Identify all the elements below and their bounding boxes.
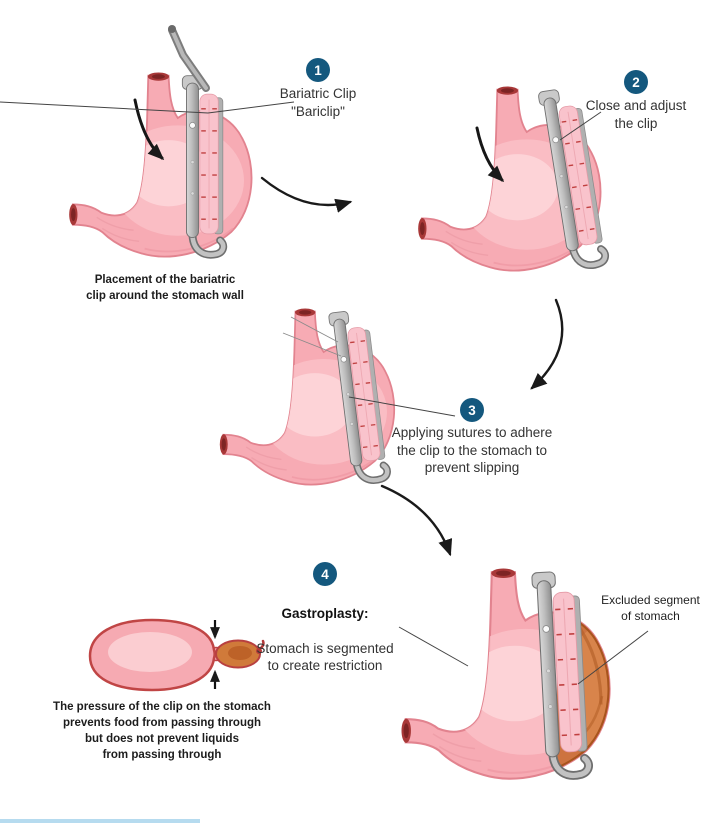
step-4-title: Gastroplasty:: [281, 605, 369, 621]
step-2-badge: 2: [624, 70, 648, 94]
flow-arrow-step1-to-step2: [260, 176, 353, 213]
suture-thread-lines: [282, 316, 342, 357]
pressure-caption: The pressure of the clip on the stomach …: [53, 701, 271, 762]
step-1-label: Bariatric Clip "Bariclip": [279, 86, 357, 119]
step-1-badge: 1: [306, 58, 330, 82]
excluded-segment-leader-line: [577, 630, 649, 685]
step-1-leader-line: [207, 101, 295, 114]
step-3-leader-line: [348, 396, 456, 417]
bottom-crop-line: [0, 819, 200, 823]
flow-arrow-step2-to-step3: [530, 298, 564, 390]
stomach-step-1-illustration: [69, 72, 251, 256]
clip-applier-instrument: [168, 25, 210, 92]
step-3-label: Applying sutures to adhere the clip to t…: [391, 425, 553, 476]
step-4-label: Stomach is segmented to create restricti…: [256, 640, 394, 674]
step-4-label-block: Gastroplasty: Stomach is segmented to cr…: [240, 587, 410, 692]
step-2-label: Close and adjust the clip: [585, 98, 687, 131]
step-3-badge: 3: [460, 398, 484, 422]
step-4-badge: 4: [313, 562, 337, 586]
approach-arrow-step2: [475, 126, 505, 183]
placement-caption: Placement of the bariatric clip around t…: [86, 274, 244, 303]
step-2-leader-line: [559, 111, 602, 141]
clip-pressure-cross-section: [88, 618, 265, 692]
flow-arrow-step3-to-step4: [380, 484, 453, 557]
step-4-leader-line: [398, 626, 469, 667]
step-1-leader-line: [0, 101, 209, 114]
excluded-segment-label: Excluded segment of stomach: [601, 593, 700, 623]
approach-arrow-step1: [133, 98, 165, 161]
